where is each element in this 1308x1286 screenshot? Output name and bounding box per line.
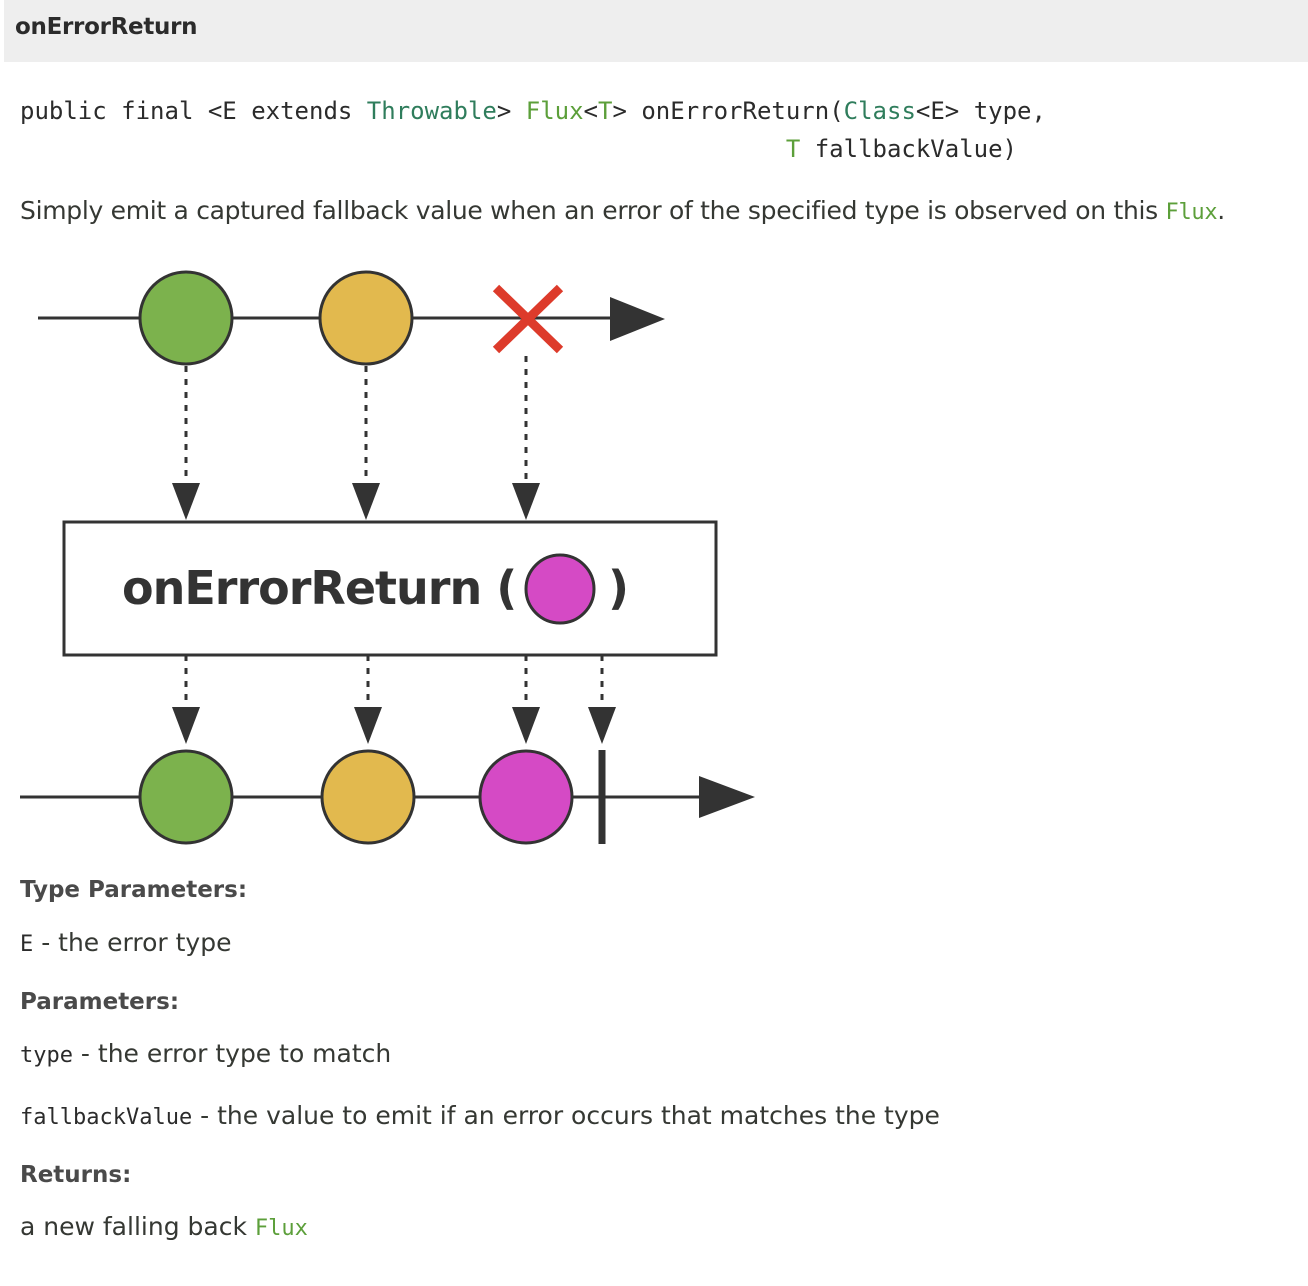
error-x-icon: [492, 284, 564, 354]
returns-heading: Returns:: [20, 1162, 132, 1188]
sig-indent: [20, 135, 786, 163]
class-link[interactable]: Class: [843, 97, 916, 125]
description-end: .: [1217, 196, 1225, 225]
parameter-fallback-value: fallbackValue - the value to emit if an …: [20, 1101, 940, 1130]
source-marble-yellow: [318, 270, 414, 366]
arrow-down-icon: [588, 707, 616, 744]
sig-gt: >: [612, 97, 627, 125]
result-marble-yellow: [320, 749, 416, 845]
param-name: E: [20, 932, 34, 957]
sig-lt: <: [583, 97, 598, 125]
parameters-heading: Parameters:: [20, 989, 180, 1015]
sig-generic-close: >: [496, 97, 526, 125]
sig-method-name: onErrorReturn(: [626, 97, 844, 125]
method-header: onErrorReturn: [4, 0, 1308, 62]
type-parameters-heading: Type Parameters:: [20, 877, 248, 903]
sig-param-fallback: fallbackValue): [800, 135, 1018, 163]
result-timeline-arrow-icon: [699, 776, 755, 818]
arrow-down-icon: [512, 707, 540, 744]
returns-flux-link[interactable]: Flux: [254, 1216, 308, 1241]
result-marble-magenta: [478, 749, 574, 845]
returns-text: a new falling back Flux: [20, 1212, 308, 1241]
method-signature: public final <E extends Throwable> Flux<…: [20, 92, 1046, 168]
arrow-down-icon: [172, 707, 200, 744]
arrow-down-icon: [352, 483, 380, 520]
sig-param-type: <E> type,: [915, 97, 1046, 125]
param-name: type: [20, 1043, 73, 1068]
flux-link[interactable]: Flux: [525, 97, 584, 125]
result-marble-green: [138, 749, 234, 845]
sig-generic-open: <E extends: [207, 97, 367, 125]
operator-box: [62, 520, 718, 657]
arrow-down-icon: [354, 707, 382, 744]
method-title: onErrorReturn: [15, 14, 198, 40]
throwable-link[interactable]: Throwable: [366, 97, 497, 125]
method-description: Simply emit a captured fallback value wh…: [20, 196, 1225, 225]
marble-diagram: onErrorReturn ( ): [20, 270, 755, 845]
returns-desc: a new falling back: [20, 1212, 255, 1241]
type-param-t2: T: [785, 135, 801, 163]
source-timeline-arrow-icon: [610, 297, 665, 341]
param-name: fallbackValue: [20, 1105, 193, 1130]
operator-label: onErrorReturn (: [122, 561, 516, 615]
type-parameter-e: E - the error type: [20, 928, 231, 957]
param-desc: - the error type: [33, 928, 232, 957]
type-param-t: T: [598, 97, 613, 125]
arrow-down-icon: [512, 483, 540, 520]
source-marble-green: [138, 270, 234, 366]
sig-modifiers: public final: [20, 97, 208, 125]
operator-close: ): [608, 561, 629, 615]
param-desc: - the value to emit if an error occurs t…: [192, 1101, 940, 1130]
description-flux-link[interactable]: Flux: [1165, 200, 1218, 225]
parameter-type: type - the error type to match: [20, 1039, 391, 1068]
operator-marble-magenta: [524, 553, 596, 625]
param-desc: - the error type to match: [72, 1039, 392, 1068]
arrow-down-icon: [172, 483, 200, 520]
description-text: Simply emit a captured fallback value wh…: [20, 196, 1166, 225]
